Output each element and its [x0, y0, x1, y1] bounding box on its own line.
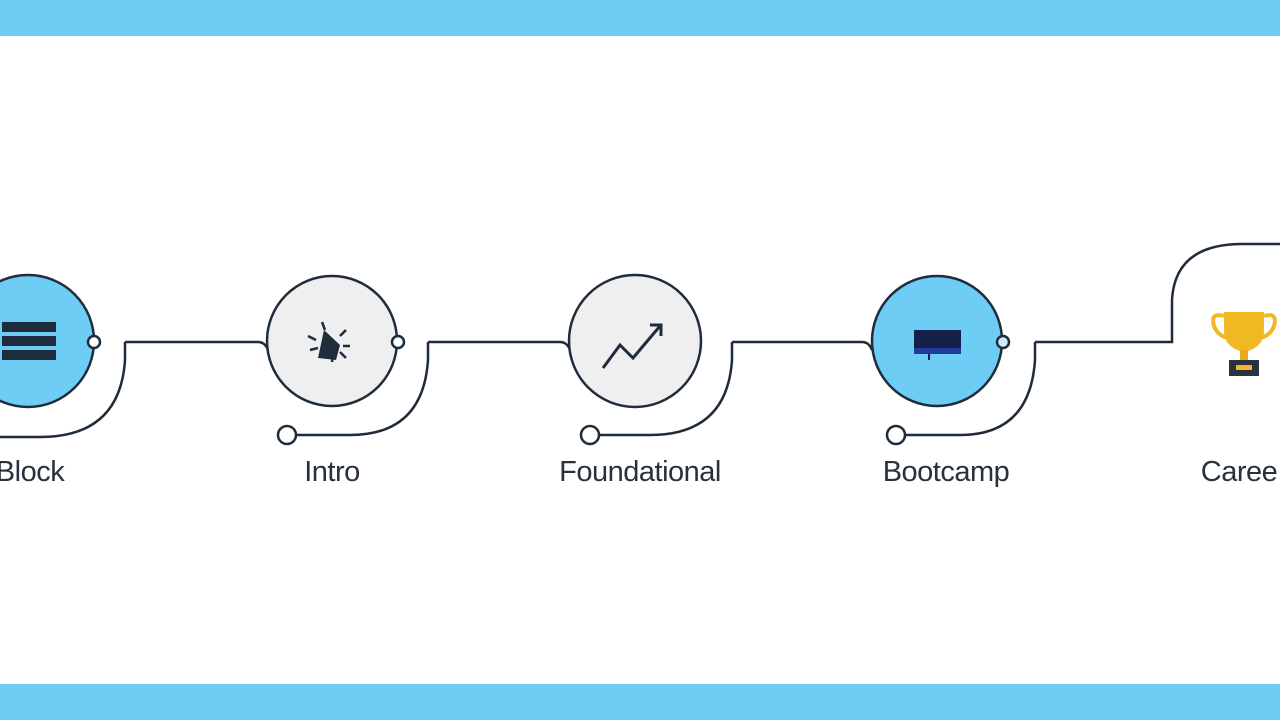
port-dot — [885, 424, 907, 446]
bottom-banner — [0, 684, 1280, 720]
connector-line — [1035, 242, 1280, 344]
connector-curve — [599, 342, 734, 437]
top-banner — [0, 0, 1280, 36]
step-node-foundational[interactable] — [567, 273, 703, 409]
connector-line — [732, 340, 874, 351]
connector-line — [125, 340, 270, 351]
connector-curve — [0, 342, 127, 439]
step-label-block: Block — [0, 456, 65, 488]
port-dot — [579, 424, 601, 446]
trophy-icon — [1211, 312, 1277, 376]
connector-curve — [296, 342, 430, 437]
step-label-bootcamp: Bootcamp — [882, 456, 1010, 488]
step-label-career: Caree — [1200, 456, 1278, 488]
step-label-foundational: Foundational — [559, 456, 721, 488]
megaphone-burst-icon — [307, 321, 350, 363]
list-bars-icon — [2, 322, 56, 360]
monitor-icon — [914, 330, 961, 360]
port-dot — [86, 334, 102, 350]
step-label-intro: Intro — [304, 456, 360, 488]
trend-arrow-icon — [601, 323, 663, 369]
port-dot — [390, 334, 406, 350]
port-dot — [995, 334, 1011, 350]
port-dot — [276, 424, 298, 446]
connector-line — [428, 340, 572, 351]
connectors — [0, 242, 1280, 439]
connector-curve — [905, 342, 1037, 437]
